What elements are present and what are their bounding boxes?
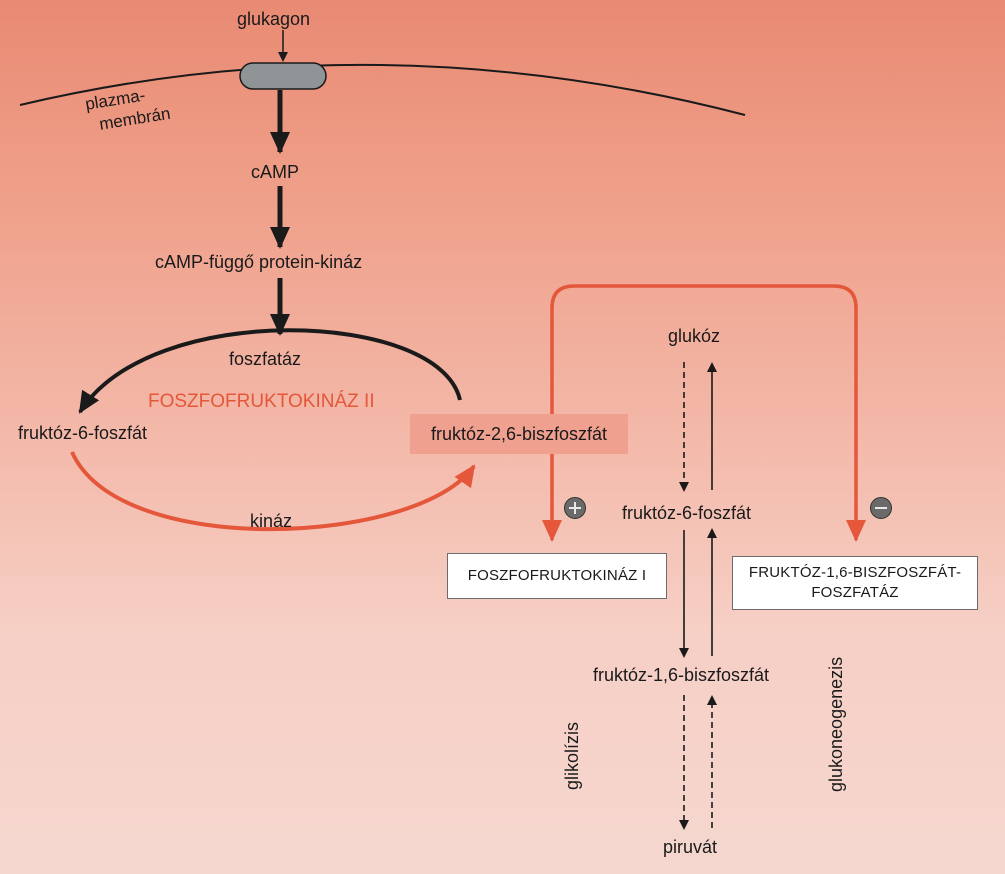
glucose-label: glukóz (668, 326, 721, 346)
pyruvate-label: piruvát (663, 837, 718, 857)
glucagon-receptor (239, 62, 327, 90)
pfk1-label: FOSZFOFRUKTOKINÁZ I (467, 566, 647, 584)
pfk1-box: FOSZFOFRUKTOKINÁZ I (447, 553, 667, 599)
f26bp-highlight: fruktóz-2,6-biszfoszfát (410, 414, 628, 454)
kinase-label: kináz (250, 511, 293, 531)
gluconeogenesis-label: glukoneogenezis (826, 656, 846, 792)
regulation-loop (550, 284, 866, 542)
inhibition-minus-icon (870, 497, 892, 519)
kinase-arc (70, 451, 476, 532)
glycolysis-label: glikolízis (562, 721, 582, 790)
fbpase-label-line1: FRUKTÓZ-1,6-BISZFOSZFÁT- (748, 563, 962, 581)
pfk2-title: FOSZFOFRUKTOKINÁZ II (148, 391, 375, 412)
plasma-membrane (19, 63, 746, 116)
f16bp-label: fruktóz-1,6-biszfoszfát (593, 665, 770, 685)
activation-plus-icon (564, 497, 586, 519)
f6p-center-label: fruktóz-6-foszfát (622, 503, 752, 523)
phosphatase-arc (78, 328, 462, 414)
camp-kinase-label: cAMP-függő protein-kináz (155, 252, 363, 272)
f6p-left-label: fruktóz-6-foszfát (18, 423, 148, 443)
camp-label: cAMP (251, 162, 300, 182)
glucagon-label: glukagon (237, 9, 311, 29)
f26bp-label: fruktóz-2,6-biszfoszfát (430, 423, 608, 444)
fbpase-box: FRUKTÓZ-1,6-BISZFOSZFÁT- FOSZFATÁZ (732, 556, 978, 610)
phosphatase-label: foszfatáz (229, 349, 302, 369)
fbpase-label-line2: FOSZFATÁZ (811, 584, 899, 601)
